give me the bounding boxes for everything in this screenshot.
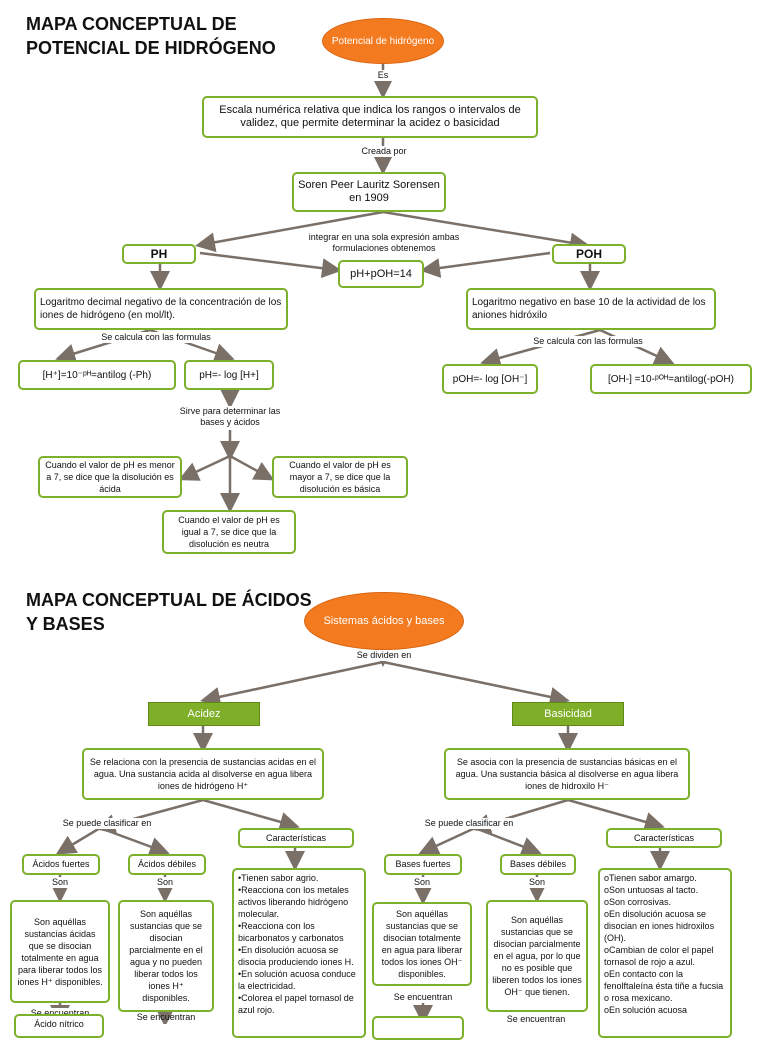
strong-acids-definition: Son aquéllas sustancias ácidas que se di… <box>10 900 110 1003</box>
base-definition-node: Se asocia con la presencia de sustancias… <box>444 748 690 800</box>
creator-node: Soren Peer Lauritz Sorensen en 1909 <box>292 172 446 212</box>
link-se-encuentran-4: Se encuentran <box>506 1014 566 1024</box>
link-creada-por: Creada por <box>346 146 422 157</box>
link-calcula-right: Se calcula con las formulas <box>526 336 650 347</box>
link-dividen: Se dividen en <box>348 650 420 661</box>
weak-bases-definition: Son aquéllas sustancias que se disocian … <box>486 900 588 1012</box>
formula-ph-node: pH=- log [H+] <box>184 360 274 390</box>
neutral-condition-node: Cuando el valor de pH es igual a 7, se d… <box>162 510 296 554</box>
root-node-ph: Potencial de hidrógeno <box>322 18 444 64</box>
link-se-encuentran-1: Se encuentran <box>22 1008 98 1019</box>
definition-node: Escala numérica relativa que indica los … <box>202 96 538 138</box>
characteristics-acid-node: Características <box>238 828 354 848</box>
weak-bases-node: Bases débiles <box>500 854 576 875</box>
link-clasificar-left: Se puede clasificar en <box>56 818 158 829</box>
poh-definition-node: Logaritmo negativo en base 10 de la acti… <box>466 288 716 330</box>
formula-oh-node: [OH-] =10-ᵖᴼᴴ=antilog(-pOH) <box>590 364 752 394</box>
link-son-4: Son <box>525 877 549 888</box>
characteristics-base-node: Características <box>606 828 722 848</box>
link-son-2: Son <box>153 877 177 888</box>
strong-acids-node: Ácidos fuertes <box>22 854 100 875</box>
base-characteristics-list: oTienen sabor amargo. oSon untuosas al t… <box>598 868 732 1038</box>
root-node-acids-bases: Sistemas ácidos y bases <box>304 592 464 650</box>
link-integrar: integrar en una sola expresión ambas for… <box>308 232 460 253</box>
acid-definition-node: Se relaciona con la presencia de sustanc… <box>82 748 324 800</box>
link-sirve: Sirve para determinar las bases y ácidos <box>170 406 290 428</box>
link-es: Es <box>370 70 396 81</box>
acidez-node: Acidez <box>148 702 260 726</box>
strong-bases-node: Bases fuertes <box>384 854 462 875</box>
weak-acids-node: Ácidos débiles <box>128 854 206 875</box>
ph-node: PH <box>122 244 196 264</box>
basicidad-node: Basicidad <box>512 702 624 726</box>
ph-definition-node: Logaritmo decimal negativo de la concent… <box>34 288 288 330</box>
acid-example-node: Ácido nítrico <box>14 1014 104 1038</box>
link-son-1: Son <box>48 877 72 888</box>
strong-bases-definition: Son aquéllas sustancias que se disocian … <box>372 902 472 986</box>
poh-node: POH <box>552 244 626 264</box>
map1-title: MAPA CONCEPTUAL DE POTENCIAL DE HIDRÓGEN… <box>26 14 276 58</box>
link-calcula-left: Se calcula con las formulas <box>96 332 216 343</box>
link-se-encuentran-2: Se encuentran <box>136 1012 196 1022</box>
acid-characteristics-list: •Tienen sabor agrio. •Reacciona con los … <box>232 868 366 1038</box>
link-clasificar-right: Se puede clasificar en <box>418 818 520 829</box>
acid-condition-node: Cuando el valor de pH es menor a 7, se d… <box>38 456 182 498</box>
basic-condition-node: Cuando el valor de pH es mayor a 7, se d… <box>272 456 408 498</box>
weak-acids-definition: Son aquéllas sustancias que se disocian … <box>118 900 214 1012</box>
base-example-node <box>372 1016 464 1040</box>
link-son-3: Son <box>410 877 434 888</box>
formula-poh-node: pOH=- log [OH⁻] <box>442 364 538 394</box>
formula-h-node: [H⁺]=10⁻ᵖᴴ=antilog (-Ph) <box>18 360 176 390</box>
map2-title: MAPA CONCEPTUAL DE ÁCIDOS Y BASES <box>26 590 312 634</box>
link-se-encuentran-3: Se encuentran <box>385 992 461 1003</box>
sum-node: pH+pOH=14 <box>338 260 424 288</box>
